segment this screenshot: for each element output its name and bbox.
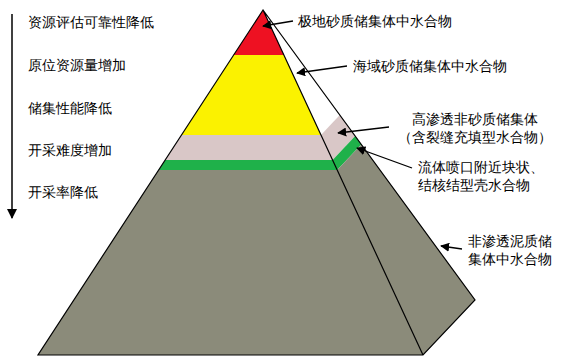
trend-arrow (11, 14, 13, 218)
green-layer (159, 160, 338, 170)
leader-arrow (297, 66, 347, 73)
callout-label: 海域砂质储集体中水合物 (353, 57, 507, 75)
callout-label: 非渗透泥质储 集体中水合物 (468, 232, 560, 268)
yellow-layer (182, 55, 322, 135)
trend-label: 开采难度增加 (28, 141, 112, 159)
pink-layer (165, 135, 332, 160)
leader-arrow (357, 148, 412, 168)
trend-label: 开采率降低 (28, 183, 98, 201)
leader-arrow (263, 21, 293, 26)
trend-label: 原位资源量增加 (28, 56, 126, 74)
trend-label: 储集性能降低 (28, 99, 112, 117)
callout-label: 流体喷口附近块状、 结核结型壳水合物 (418, 158, 558, 194)
callout-label: 高渗透非砂质储集体 （含裂缝充填型水合物） (392, 110, 557, 146)
callout-label: 极地砂质储集体中水合物 (298, 12, 452, 30)
trend-label: 资源评估可靠性降低 (28, 13, 154, 31)
leader-arrow (441, 246, 462, 249)
leader-arrow (338, 127, 389, 133)
